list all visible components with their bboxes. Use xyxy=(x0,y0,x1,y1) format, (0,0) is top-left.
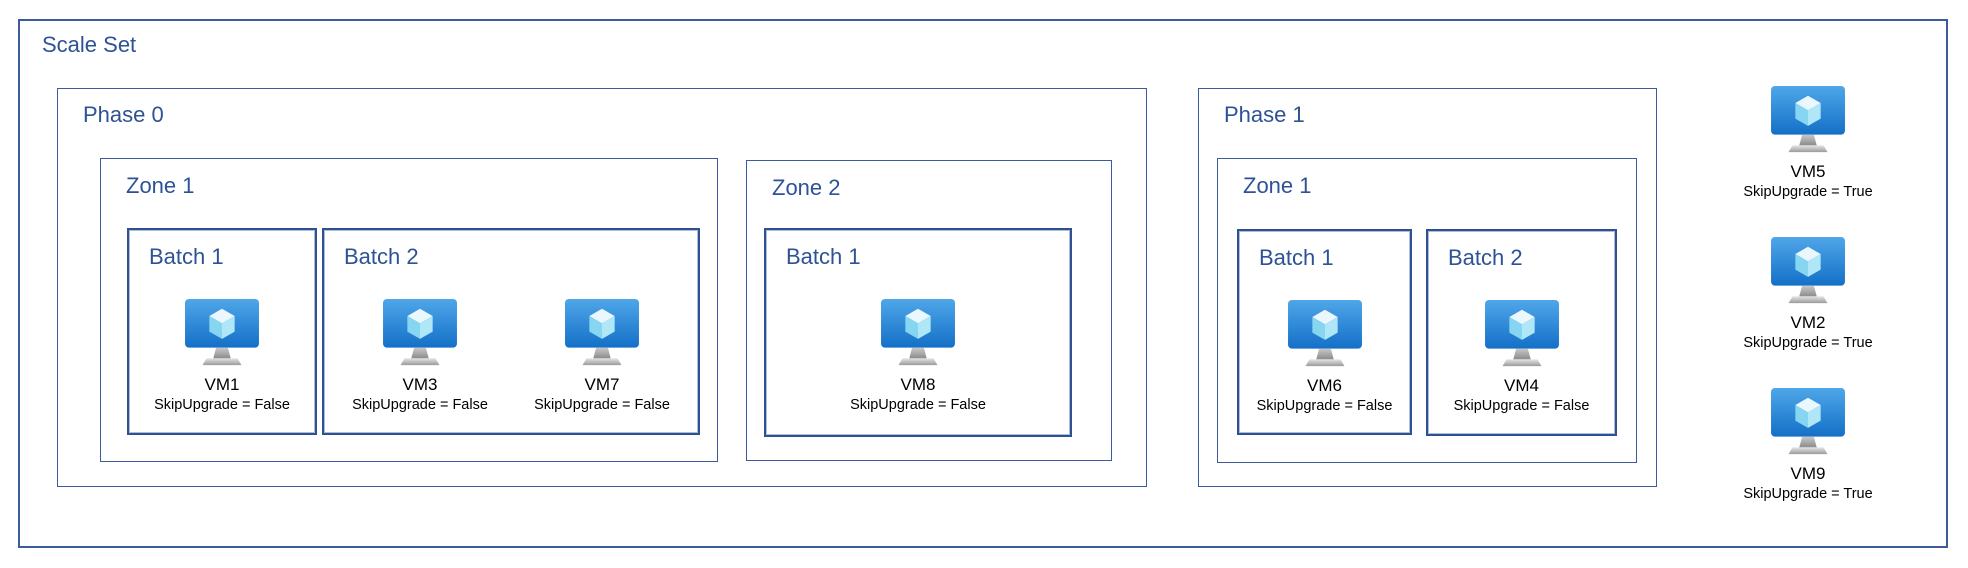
phase-0-label: Phase 0 xyxy=(83,102,164,127)
virtual-machine-icon xyxy=(1287,300,1362,367)
vm6-unit: VM6 SkipUpgrade = False xyxy=(1246,300,1404,415)
phase0-zone1-label: Zone 1 xyxy=(126,173,195,198)
vm-name-label: VM1 xyxy=(204,375,240,394)
batch-vm-row: VM4 SkipUpgrade = False xyxy=(1428,300,1615,415)
vm-name-label: VM8 xyxy=(900,375,936,394)
vm4-unit: VM4 SkipUpgrade = False xyxy=(1443,300,1601,415)
vm-name-label: VM5 xyxy=(1790,162,1826,181)
vm-skipupgrade-label: SkipUpgrade = False xyxy=(534,397,670,413)
phase0-zone1-batch2-label: Batch 2 xyxy=(344,244,419,269)
vm8-unit: VM8 SkipUpgrade = False xyxy=(839,299,997,414)
phase1-zone1-batch1-label: Batch 1 xyxy=(1259,245,1334,270)
vm-name-label: VM3 xyxy=(402,375,438,394)
vm7-unit: VM7 SkipUpgrade = False xyxy=(523,299,681,414)
vm5-unit: VM5 SkipUpgrade = True xyxy=(1729,86,1887,201)
virtual-machine-icon xyxy=(383,299,457,366)
scale-set-container: Scale Set xyxy=(18,19,1948,548)
batch-vm-row: VM3 SkipUpgrade = False VM7 SkipUpgrade … xyxy=(324,299,698,414)
virtual-machine-icon xyxy=(1484,300,1559,367)
vm-name-label: VM7 xyxy=(584,375,620,394)
phase-1-container: Phase 1 xyxy=(1198,88,1657,487)
vm1-unit: VM1 SkipUpgrade = False xyxy=(143,299,301,414)
virtual-machine-icon xyxy=(1771,388,1845,455)
virtual-machine-icon xyxy=(565,299,639,366)
phase0-zone1-batch1-label: Batch 1 xyxy=(149,244,224,269)
vm2-unit: VM2 SkipUpgrade = True xyxy=(1729,237,1887,352)
vm-skipupgrade-label: SkipUpgrade = False xyxy=(850,397,986,413)
phase1-zone1-batch2-label: Batch 2 xyxy=(1448,245,1523,270)
virtual-machine-icon xyxy=(881,299,955,366)
phase-1-label: Phase 1 xyxy=(1224,102,1305,127)
phase0-zone1-batch2-container: Batch 2 VM3 SkipUpgrade = False xyxy=(322,228,700,435)
vm-name-label: VM9 xyxy=(1790,464,1826,483)
phase0-zone2-batch1-container: Batch 1 VM8 SkipUpgrade = False xyxy=(764,228,1072,437)
batch-vm-row: VM6 SkipUpgrade = False xyxy=(1239,300,1410,415)
phase0-zone1-batch1-container: Batch 1 VM1 SkipUpgrade = False xyxy=(127,228,317,435)
virtual-machine-icon xyxy=(1771,86,1845,153)
virtual-machine-icon xyxy=(185,299,259,366)
vm-skipupgrade-label: SkipUpgrade = False xyxy=(154,397,290,413)
phase1-zone1-batch2-container: Batch 2 VM4 SkipUpgrade = False xyxy=(1426,229,1617,436)
vm-skipupgrade-label: SkipUpgrade = True xyxy=(1743,184,1873,200)
batch-vm-row: VM1 SkipUpgrade = False xyxy=(129,299,315,414)
vm-skipupgrade-label: SkipUpgrade = False xyxy=(352,397,488,413)
vm-name-label: VM6 xyxy=(1307,376,1342,395)
virtual-machine-icon xyxy=(1771,237,1845,304)
vm9-unit: VM9 SkipUpgrade = True xyxy=(1729,388,1887,503)
phase0-zone1-container: Zone 1 xyxy=(100,158,718,462)
phase1-zone1-label: Zone 1 xyxy=(1243,173,1312,198)
scale-set-label: Scale Set xyxy=(42,32,137,57)
vm-name-label: VM2 xyxy=(1790,313,1826,332)
phase1-zone1-batch1-container: Batch 1 VM6 SkipUpgrade = False xyxy=(1237,229,1412,435)
vm3-unit: VM3 SkipUpgrade = False xyxy=(341,299,499,414)
phase-0-container: Phase 0 xyxy=(57,88,1147,487)
vm-skipupgrade-label: SkipUpgrade = True xyxy=(1743,486,1873,502)
phase0-zone2-batch1-label: Batch 1 xyxy=(786,244,861,269)
phase0-zone2-container: Zone 2 xyxy=(746,160,1112,461)
phase0-zone2-label: Zone 2 xyxy=(772,175,841,200)
vm-skipupgrade-label: SkipUpgrade = False xyxy=(1453,398,1590,414)
vm-skipupgrade-label: SkipUpgrade = True xyxy=(1743,335,1873,351)
batch-vm-row: VM8 SkipUpgrade = False xyxy=(766,299,1070,414)
vm-skipupgrade-label: SkipUpgrade = False xyxy=(1256,398,1393,414)
phase1-zone1-container: Zone 1 xyxy=(1217,158,1637,463)
vm-name-label: VM4 xyxy=(1504,376,1539,395)
skipped-vms-column: VM5 SkipUpgrade = True VM2 SkipUpgrade =… xyxy=(1722,86,1894,503)
